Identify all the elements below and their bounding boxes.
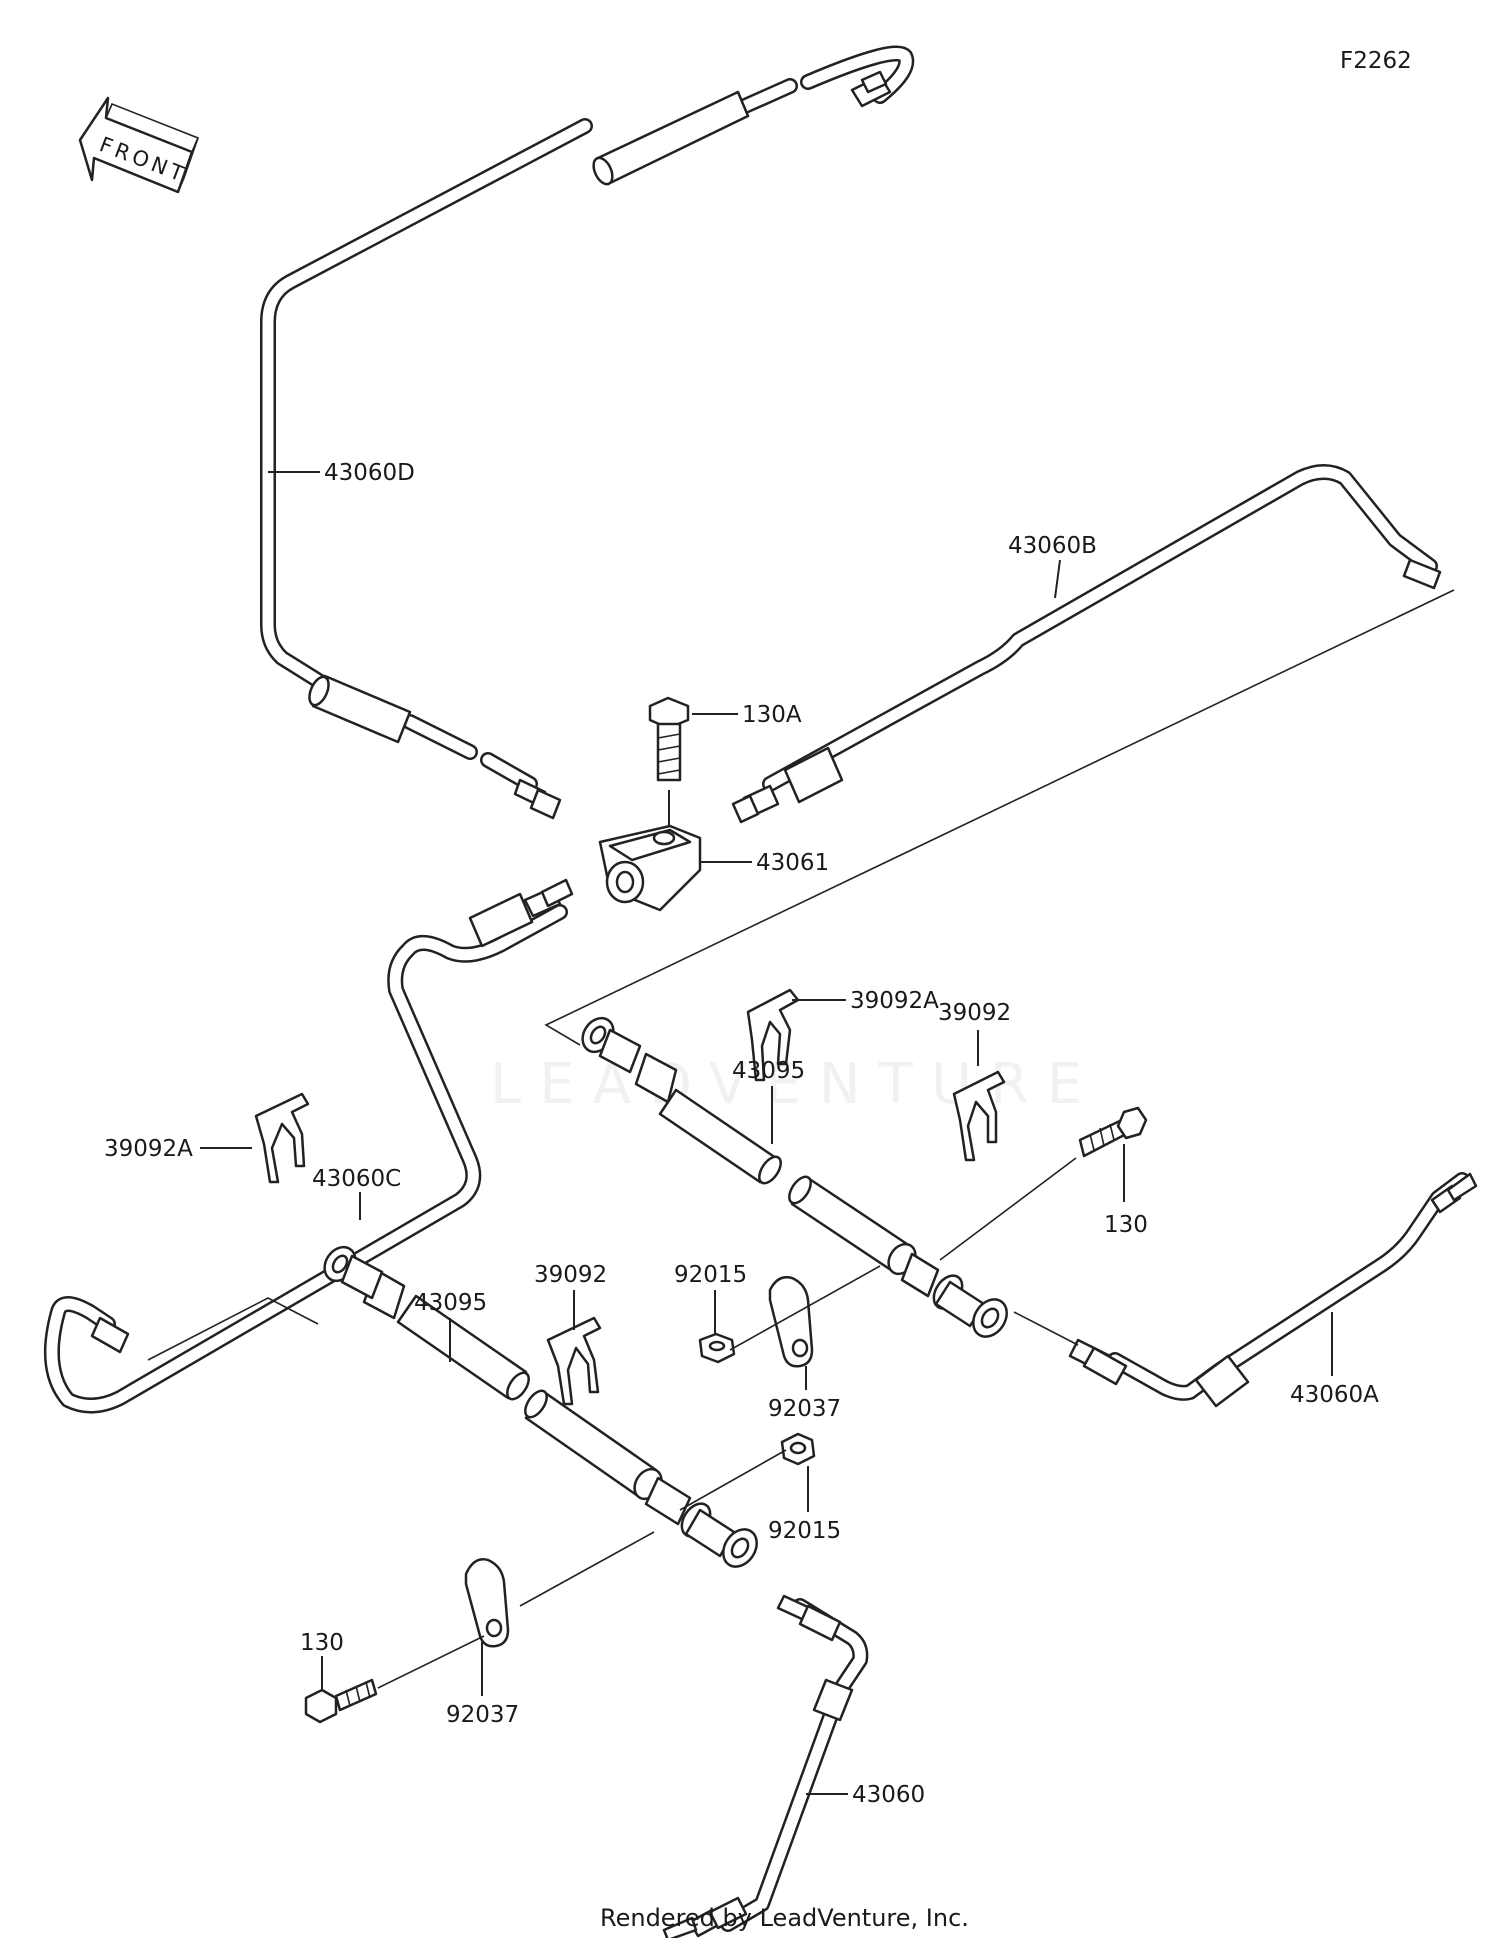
label-43061[interactable]: 43061: [756, 850, 829, 876]
clip-39092A-upper-icon[interactable]: [746, 988, 800, 1082]
label-43095-lower[interactable]: 43095: [414, 1290, 487, 1316]
brake-hose-43095-lower[interactable]: [318, 1241, 763, 1573]
label-43095-upper[interactable]: 43095: [732, 1058, 805, 1084]
clamp-92037-mid-icon[interactable]: [768, 1276, 814, 1368]
label-43060[interactable]: 43060: [852, 1782, 925, 1808]
label-43060C[interactable]: 43060C: [312, 1166, 401, 1192]
brake-pipe-43060A[interactable]: [1068, 1172, 1478, 1408]
brake-pipe-43060B[interactable]: [731, 464, 1442, 824]
assembly-line-92037-mid: [729, 1265, 881, 1351]
label-130A[interactable]: 130A: [742, 702, 802, 728]
label-92015-bottom[interactable]: 92015: [768, 1518, 841, 1544]
label-39092-upper[interactable]: 39092: [938, 1000, 1011, 1026]
label-92037-mid[interactable]: 92037: [768, 1396, 841, 1422]
brake-pipe-43060[interactable]: [662, 1594, 869, 1938]
assembly-line-92037-bottom: [519, 1531, 655, 1607]
brake-pipe-43060D[interactable]: [260, 45, 915, 820]
nut-92015-bottom-icon[interactable]: [780, 1432, 816, 1466]
label-43060D[interactable]: 43060D: [324, 460, 415, 486]
assembly-line-92015-bottom: [679, 1449, 787, 1511]
leader-43060B: [1054, 559, 1061, 599]
bolt-130-right-icon[interactable]: [1078, 1106, 1148, 1158]
assembly-line-lower: [147, 1297, 319, 1361]
nut-92015-mid-icon[interactable]: [698, 1332, 736, 1364]
clip-39092-upper-icon[interactable]: [952, 1070, 1006, 1162]
footer-credit: Rendered by LeadVenture, Inc.: [600, 1904, 969, 1932]
label-39092-mid[interactable]: 39092: [534, 1262, 607, 1288]
label-43060B[interactable]: 43060B: [1008, 533, 1097, 559]
clamp-92037-bottom-icon[interactable]: [464, 1558, 510, 1648]
assembly-line-43060A: [1013, 1311, 1079, 1346]
label-43060A[interactable]: 43060A: [1290, 1382, 1379, 1408]
clip-39092A-left-icon[interactable]: [254, 1092, 310, 1184]
assembly-line-upper: [544, 589, 1455, 1046]
brake-tee-joint-43061[interactable]: [598, 824, 702, 912]
diagram-code: F2262: [1340, 48, 1412, 74]
label-130-bottom[interactable]: 130: [300, 1630, 344, 1656]
brake-hose-43095-upper[interactable]: [576, 1012, 1013, 1343]
clip-39092-mid-icon[interactable]: [546, 1316, 602, 1406]
front-direction-arrow-icon: FRONT: [78, 96, 200, 194]
assembly-line-130-bottom: [377, 1635, 485, 1689]
label-92037-bottom[interactable]: 92037: [446, 1702, 519, 1728]
label-39092A-left[interactable]: 39092A: [104, 1136, 193, 1162]
brake-pipe-43060C[interactable]: [43, 878, 574, 1414]
label-39092A-upper[interactable]: 39092A: [850, 988, 939, 1014]
label-130-right[interactable]: 130: [1104, 1212, 1148, 1238]
assembly-line-bolt-130: [939, 1157, 1077, 1261]
bolt-130-bottom-icon[interactable]: [304, 1678, 378, 1724]
bolt-130A-icon[interactable]: [648, 696, 690, 782]
label-92015-mid[interactable]: 92015: [674, 1262, 747, 1288]
